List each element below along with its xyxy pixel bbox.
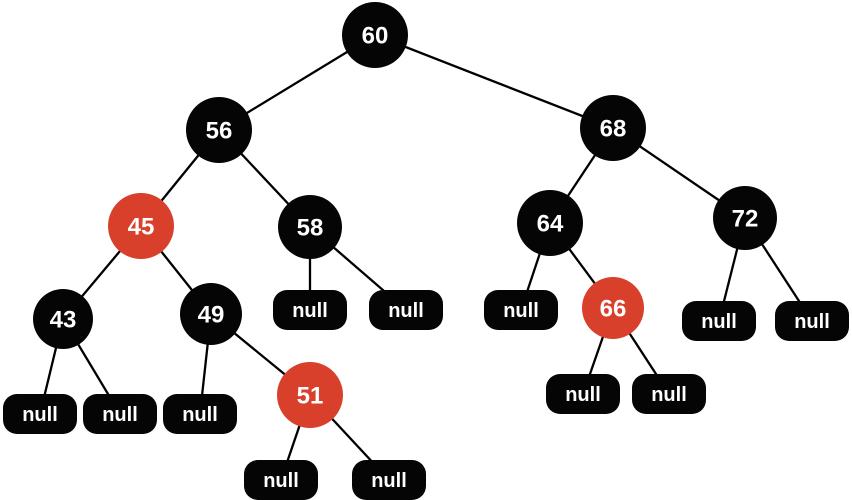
null-leaf-n58R: null: [369, 290, 443, 330]
node-label: 58: [297, 215, 324, 242]
tree-node-49: 49: [180, 283, 242, 345]
tree-node-56: 56: [186, 97, 252, 163]
node-label: null: [371, 470, 407, 492]
black-node-circle: [186, 97, 252, 163]
null-leaf-n58L: null: [273, 290, 347, 330]
tree-node-60: 60: [342, 2, 408, 68]
null-leaf-n49L: null: [163, 394, 237, 434]
null-leaf-n51L: null: [244, 460, 318, 500]
red-node-circle: [108, 193, 174, 259]
null-leaf-n72R: null: [775, 301, 849, 341]
null-box: [682, 301, 756, 341]
node-label: null: [22, 404, 58, 426]
tree-node-45: 45: [108, 193, 174, 259]
node-label: 68: [600, 116, 627, 143]
null-box: [163, 394, 237, 434]
null-box: [369, 290, 443, 330]
null-box: [273, 290, 347, 330]
node-label: 60: [362, 23, 389, 50]
node-label: null: [102, 404, 138, 426]
node-label: 45: [128, 214, 155, 241]
black-node-circle: [580, 95, 646, 161]
node-label: null: [388, 300, 424, 322]
tree-node-58: 58: [278, 195, 342, 259]
node-label: 66: [600, 296, 627, 323]
node-label: 51: [297, 383, 324, 410]
node-label: null: [794, 311, 830, 333]
black-node-circle: [342, 2, 408, 68]
node-label: 72: [732, 206, 759, 233]
null-box: [484, 290, 558, 330]
null-leaf-n64L: null: [484, 290, 558, 330]
node-label: null: [503, 300, 539, 322]
node-label: 64: [537, 211, 564, 238]
node-label: null: [182, 404, 218, 426]
tree-node-43: 43: [33, 289, 93, 349]
tree-nodes: 60 56 68 45 58 64 72 43 49 66 51 null null null null nu…: [3, 2, 849, 500]
null-leaf-n51R: null: [352, 460, 426, 500]
node-label: 43: [50, 307, 77, 334]
black-node-circle: [33, 289, 93, 349]
node-label: 49: [198, 302, 225, 329]
red-node-circle: [582, 277, 644, 339]
null-box: [546, 374, 620, 414]
null-box: [352, 460, 426, 500]
null-leaf-n43L: null: [3, 394, 77, 434]
null-box: [775, 301, 849, 341]
tree-node-68: 68: [580, 95, 646, 161]
black-node-circle: [517, 190, 583, 256]
null-box: [83, 394, 157, 434]
node-label: null: [263, 470, 299, 492]
tree-node-72: 72: [713, 186, 777, 250]
node-label: null: [292, 300, 328, 322]
node-label: null: [565, 384, 601, 406]
null-leaf-n72L: null: [682, 301, 756, 341]
null-leaf-n43R: null: [83, 394, 157, 434]
null-leaf-n66L: null: [546, 374, 620, 414]
black-node-circle: [278, 195, 342, 259]
red-node-circle: [277, 362, 343, 428]
null-leaf-n66R: null: [632, 374, 706, 414]
node-label: null: [651, 384, 687, 406]
tree-edge-60-68: [374, 33, 614, 130]
node-label: 56: [206, 118, 233, 145]
tree-node-66: 66: [582, 277, 644, 339]
null-box: [3, 394, 77, 434]
black-node-circle: [180, 283, 242, 345]
tree-node-51: 51: [277, 362, 343, 428]
null-box: [632, 374, 706, 414]
tree-node-64: 64: [517, 190, 583, 256]
black-node-circle: [713, 186, 777, 250]
node-label: null: [701, 311, 737, 333]
null-box: [244, 460, 318, 500]
